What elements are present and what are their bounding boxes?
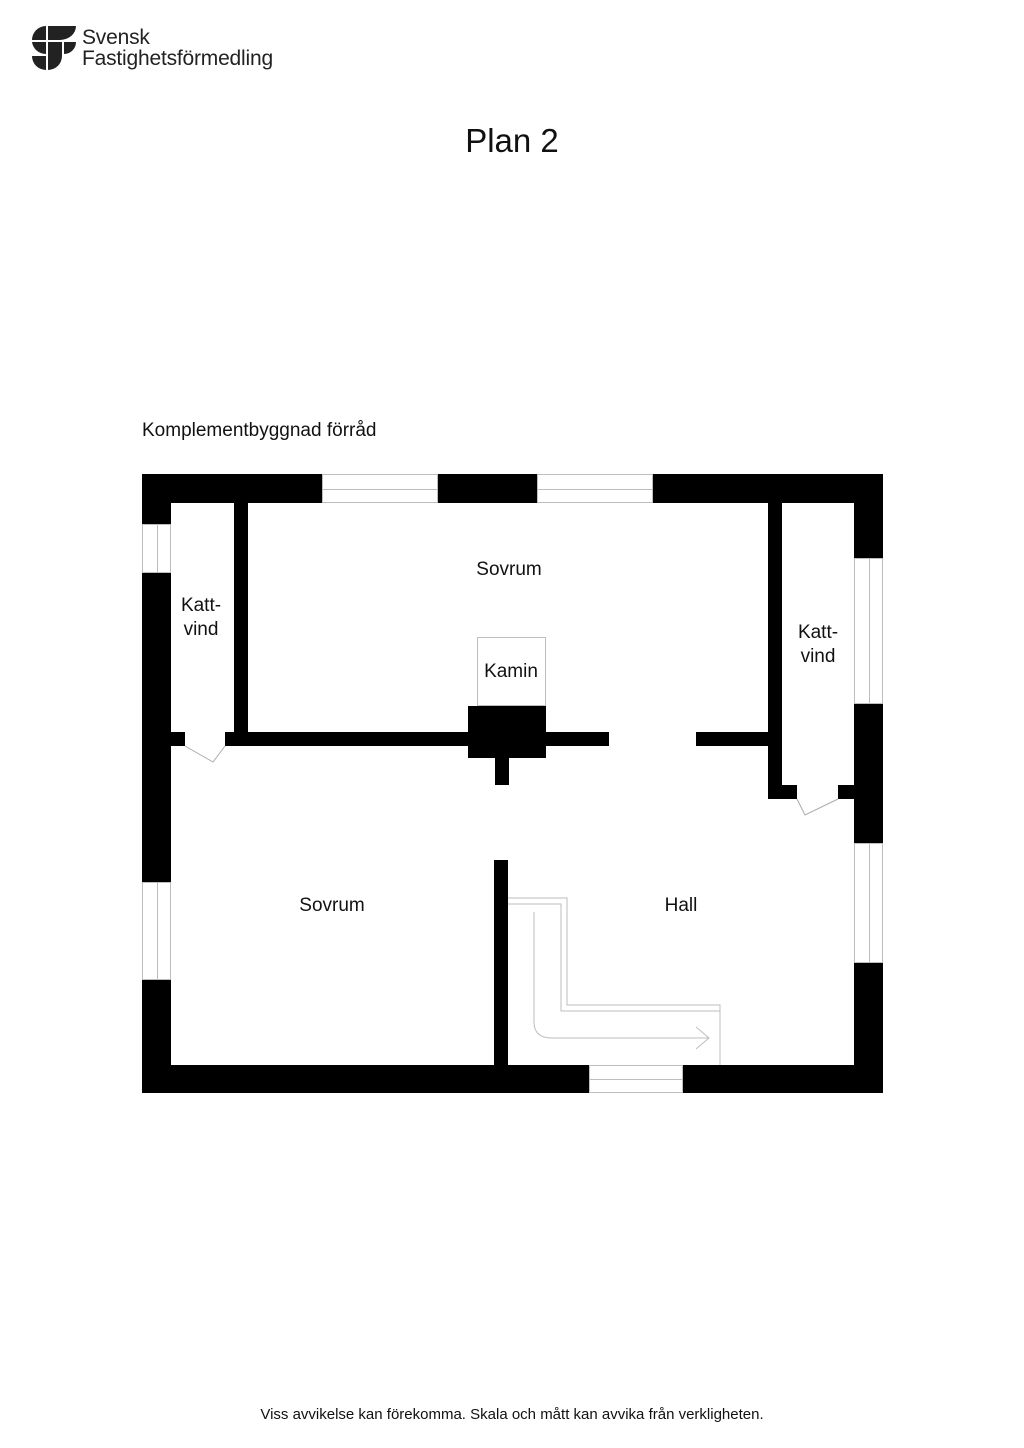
window [142,882,171,980]
page-title: Plan 2 [465,122,559,159]
staircase-icon [508,897,721,1065]
wall [854,704,883,843]
wall [854,474,883,558]
brand-name-line2: Fastighetsförmedling [82,47,273,70]
wall [495,758,509,785]
wall [838,785,854,799]
door-swing-left [184,745,226,763]
wall [142,1065,589,1093]
window [142,524,171,573]
kamin-box [477,637,546,706]
room-label-sovrum-lower: Sovrum [299,895,365,916]
door-swing-right [796,798,839,816]
brand-name: Svensk Fastighetsförmedling [82,27,273,69]
wall [142,474,171,524]
wall [225,732,468,746]
window [537,474,653,503]
wall [142,573,171,882]
disclaimer: Viss avvikelse kan förekomma. Skala och … [260,1406,764,1423]
room-label-kamin: Kamin [484,661,538,682]
brand-mark-icon [32,26,76,70]
brand-logo: Svensk Fastighetsförmedling [32,26,273,70]
wall [768,503,782,799]
room-label-hall: Hall [664,895,698,916]
wall [468,706,546,758]
wall [696,732,778,746]
building-label: Komplementbyggnad förråd [142,420,377,441]
wall [438,474,537,503]
room-label-kattvind-left: Katt-vind [180,595,222,640]
window [854,843,883,963]
wall [546,732,609,746]
wall [653,474,883,503]
window [854,558,883,704]
wall [494,860,508,1066]
wall [171,732,185,746]
wall [768,785,797,799]
room-label-kattvind-right: Katt-vind [797,622,839,667]
window [322,474,438,503]
wall [683,1065,883,1093]
room-label-sovrum-upper: Sovrum [476,559,542,580]
wall [234,503,248,746]
window [589,1065,683,1093]
brand-name-line1: Svensk [82,26,150,49]
wall [142,474,322,503]
